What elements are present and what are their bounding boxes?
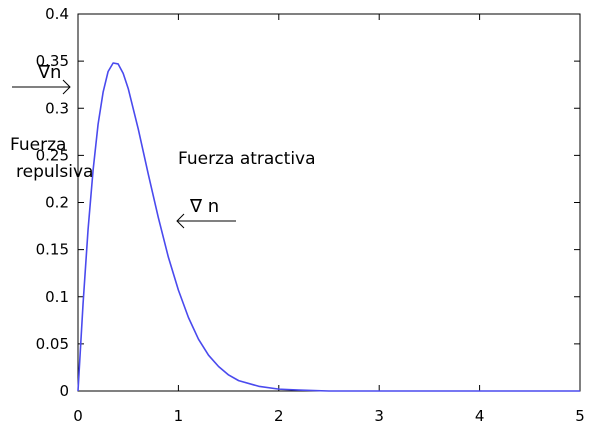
x-tick-label: 3: [374, 407, 384, 425]
annotation-attractive: Fuerza atractiva: [178, 149, 316, 169]
annotation-repulsive-line1: Fuerza: [10, 135, 66, 155]
ticks: [77, 13, 581, 392]
x-tick-label: 0: [73, 407, 83, 425]
gradient-arrow-left-head: [62, 79, 71, 95]
x-tick-label: 5: [575, 407, 585, 425]
y-tick-label: 0.1: [45, 288, 69, 306]
y-tick-labels: 0 0.05 0.1 0.15 0.2 0.25 0.3 0.35 0.4: [36, 5, 69, 400]
y-tick-label: 0.2: [45, 194, 69, 212]
y-tick-label: 0.3: [45, 99, 69, 117]
x-tick-label: 1: [174, 407, 184, 425]
y-tick-label: 0.05: [36, 335, 69, 353]
x-tick-label: 2: [274, 407, 284, 425]
series-group: [77, 62, 580, 392]
series-line: [77, 62, 580, 392]
gradient-label-left: ∇n: [37, 62, 61, 83]
gradient-label-right: ∇ n: [189, 196, 219, 217]
gradient-arrow-right-head: [176, 213, 185, 229]
y-tick-label: 0.4: [45, 5, 69, 23]
x-tick-labels: 0 1 2 3 4 5: [73, 407, 585, 425]
plot-frame: [77, 13, 581, 392]
y-tick-label: 0.15: [36, 241, 69, 259]
x-tick-label: 4: [475, 407, 485, 425]
y-tick-label: 0.25: [36, 146, 69, 164]
y-tick-label: 0: [59, 382, 69, 400]
y-tick-label: 0.35: [36, 52, 69, 70]
annotation-repulsive-line2: repulsiva: [16, 162, 93, 182]
